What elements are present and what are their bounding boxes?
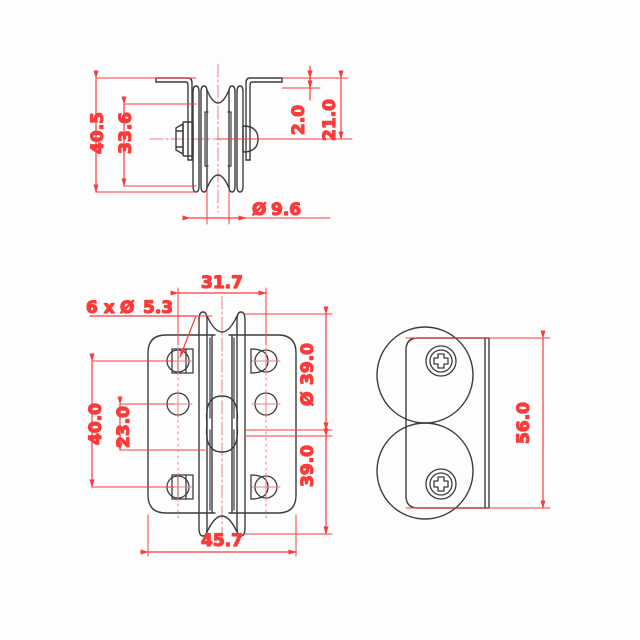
top-view-geometry <box>149 63 293 213</box>
diameter-symbol-icon: Ø <box>120 298 134 318</box>
dim-label-d9-6: Ø 9.6 <box>251 199 301 220</box>
dim-label-2-0: 2.0 <box>289 105 309 135</box>
dim-label-40-5: 40.5 <box>88 112 108 154</box>
side-phillips-screws <box>425 345 457 500</box>
top-right-bracket-arm <box>245 77 283 161</box>
side-sheave-circles <box>376 326 474 520</box>
front-view-dimensions: 31.7 6 x Ø 5.3 40.0 23.0 Ø 39.0 39.0 45.… <box>85 272 333 557</box>
dim-label-6x-d5-3: 6 x Ø 5.3 <box>85 297 173 318</box>
top-axle-bolt-head <box>175 121 194 157</box>
dim-label-23-0: 23.0 <box>114 406 134 448</box>
front-inner-webs <box>209 337 235 511</box>
front-bolt-pattern-centerlines <box>177 329 267 519</box>
diameter-symbol-icon: Ø <box>252 200 266 220</box>
dim-label-56-0: 56.0 <box>514 402 534 444</box>
dim-label-33-6: 33.6 <box>116 112 136 154</box>
side-view-geometry <box>376 326 490 520</box>
dim-label-d39-0-value: 39.0 <box>298 343 318 385</box>
dim-label-21-0: 21.0 <box>320 99 340 141</box>
front-mounting-plates <box>147 334 297 514</box>
front-sheave-groove-profiles <box>205 315 239 533</box>
dim-label-6x-d5-3-value: 5.3 <box>143 298 173 318</box>
dim-label-39-0: 39.0 <box>298 445 318 487</box>
dim-leader-6x-d5-3 <box>89 315 197 358</box>
dim-label-45-7: 45.7 <box>201 531 243 551</box>
top-view-centerlines <box>149 63 293 213</box>
dim-label-31-7: 31.7 <box>201 273 243 293</box>
top-left-bracket-arm <box>155 77 193 161</box>
top-view-dimensions: 40.5 33.6 2.0 21.0 Ø 9.6 <box>87 65 353 225</box>
side-view-dimensions: 56.0 <box>405 330 551 509</box>
top-sheave-groove-profiles <box>206 89 230 189</box>
side-view-extension-lines <box>405 337 551 509</box>
front-hex-bolt-heads <box>171 348 269 500</box>
dim-label-40-0: 40.0 <box>86 403 106 445</box>
dim-label-6x-prefix: 6 x <box>86 298 115 318</box>
dim-label-d9-6-value: 9.6 <box>271 200 301 220</box>
diameter-symbol-icon: Ø <box>298 392 318 406</box>
front-view-geometry <box>147 295 297 547</box>
dim-label-d39-0: Ø 39.0 <box>297 342 318 406</box>
